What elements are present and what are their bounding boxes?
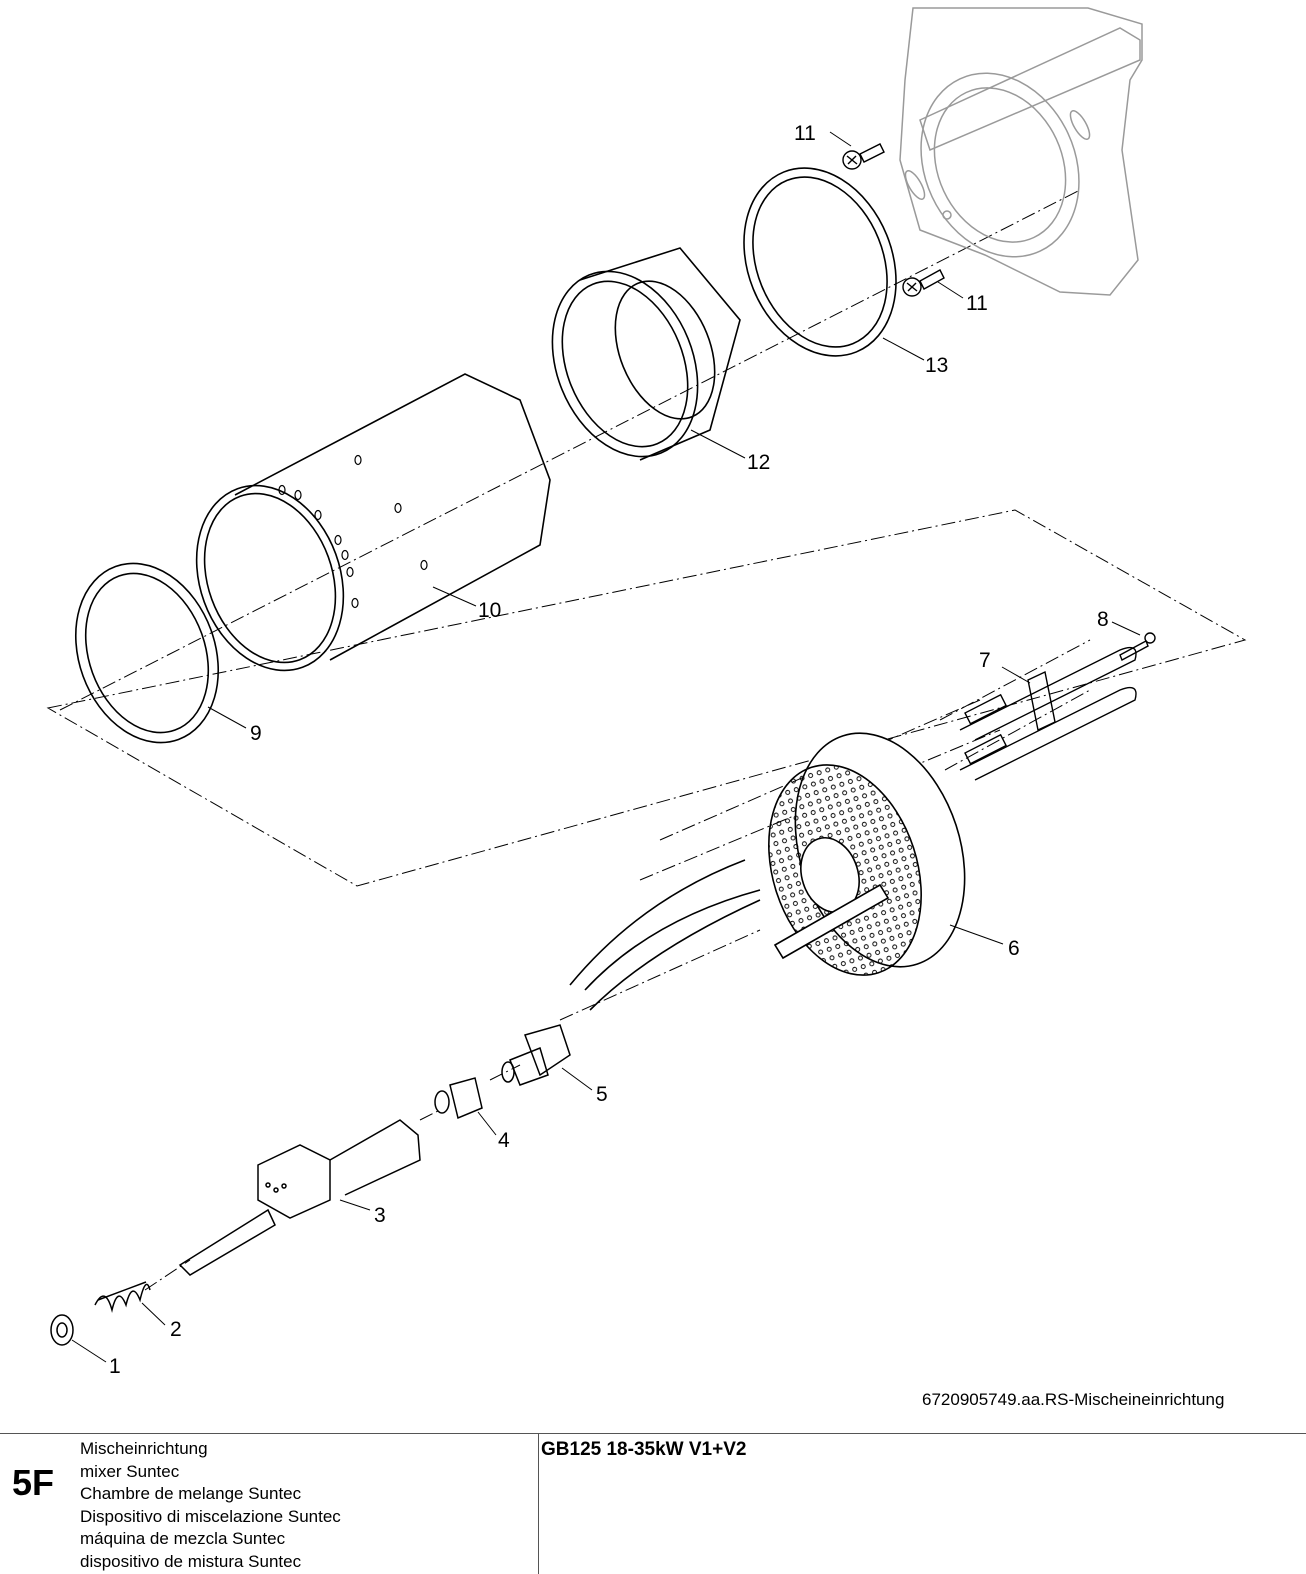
sealing-ring-13	[743, 167, 897, 357]
sleeve-12	[551, 247, 741, 461]
callout-10: 10	[478, 599, 501, 622]
swirl-disc-6	[569, 732, 966, 1011]
part-names: Mischeinrichtung mixer Suntec Chambre de…	[80, 1438, 341, 1573]
callout-1: 1	[109, 1355, 121, 1378]
leader-lines	[71, 131, 1141, 1363]
valve-body-3	[178, 1119, 421, 1276]
model-title: GB125 18-35kW V1+V2	[541, 1439, 747, 1460]
callout-5: 5	[596, 1083, 608, 1106]
gasket-9	[74, 562, 220, 744]
part-name-es: máquina de mezcla Suntec	[80, 1529, 286, 1548]
exploded-parts-drawing: 1 2 3 4 5 6 7 8 9 10 11 11 12 13	[46, 7, 1247, 1378]
part-name-fr: Chambre de melange Suntec	[80, 1484, 302, 1503]
screws-11	[842, 143, 945, 297]
part-name-pt: dispositivo de mistura Suntec	[80, 1551, 302, 1571]
drawing-reference: 6720905749.aa.RS-Mischeineinrichtung	[922, 1390, 1225, 1409]
callout-11a: 11	[794, 122, 816, 145]
column-divider	[538, 1434, 539, 1574]
washer-1	[50, 1314, 74, 1346]
part-name-en: mixer Suntec	[80, 1461, 180, 1481]
callout-3: 3	[374, 1204, 386, 1227]
callout-13: 13	[925, 354, 948, 377]
callout-12: 12	[747, 451, 770, 474]
burner-flange	[899, 7, 1143, 296]
part-name-de: Mischeinrichtung	[80, 1439, 208, 1458]
nozzle-5	[501, 1024, 571, 1086]
assembly-frame	[46, 509, 1247, 887]
part-name-it: Dispositivo di miscelazione Suntec	[80, 1506, 341, 1526]
callout-8: 8	[1097, 608, 1109, 631]
callout-7: 7	[979, 649, 991, 672]
ignition-electrodes-7	[959, 646, 1137, 781]
section-code: 5F	[12, 1462, 55, 1503]
connector-4	[434, 1077, 483, 1120]
spring-2	[94, 1281, 151, 1313]
title-block: 5F Mischeinrichtung mixer Suntec Chambre…	[0, 1433, 1306, 1574]
callout-9: 9	[250, 722, 262, 745]
screw-8	[1119, 632, 1156, 661]
callout-4: 4	[498, 1129, 510, 1152]
callout-6: 6	[1008, 937, 1020, 960]
flame-tube-10	[195, 373, 551, 672]
callout-11b: 11	[966, 292, 988, 315]
callout-2: 2	[170, 1318, 182, 1341]
